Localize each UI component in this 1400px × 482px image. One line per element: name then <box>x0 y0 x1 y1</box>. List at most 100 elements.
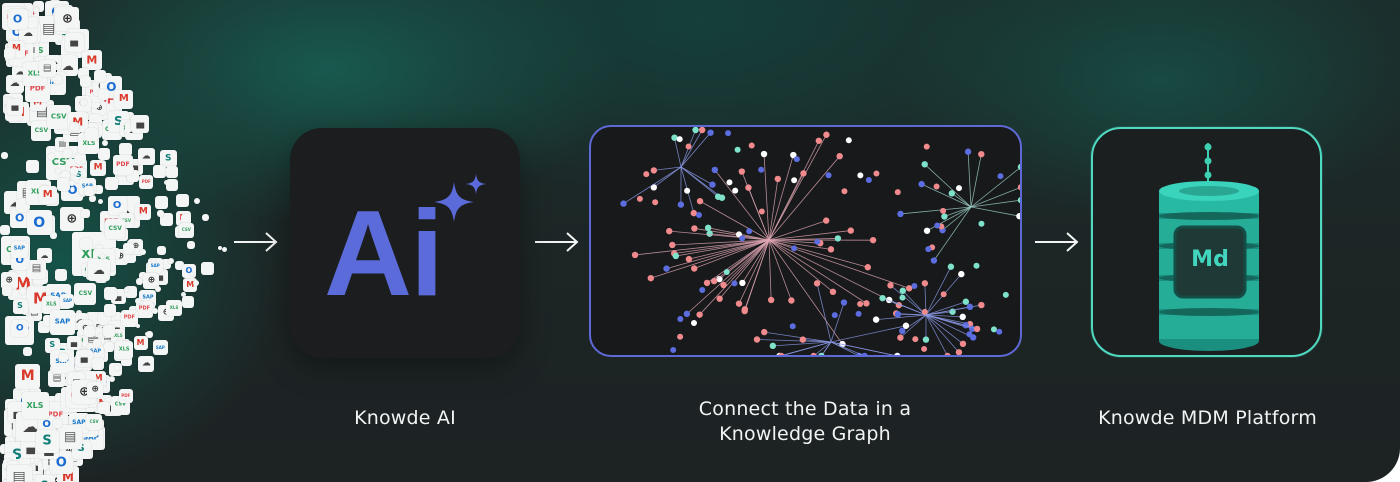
graph-node <box>865 176 872 183</box>
graph-node <box>836 152 843 160</box>
graph-edge <box>768 173 804 241</box>
file-tile-xls-icon: XLS <box>21 392 49 420</box>
file-tile-globe-icon <box>139 301 144 306</box>
graph-edge <box>768 134 827 241</box>
graph-node <box>864 264 872 271</box>
graph-node <box>894 311 902 318</box>
file-tile-csv-icon <box>75 153 87 165</box>
file-tile-spreadsheet-icon: ▤ <box>38 60 56 77</box>
graph-node <box>923 227 931 234</box>
graph-edge <box>719 239 770 299</box>
knowledge-graph-visual <box>620 127 1020 355</box>
graph-node <box>703 279 711 287</box>
graph-node <box>731 280 738 287</box>
graph-edge <box>897 313 927 316</box>
sap-icon: SAP <box>89 348 102 355</box>
file-tile-sharepoint-icon <box>77 68 89 80</box>
graph-node <box>925 246 932 253</box>
file-tile-outlook-icon <box>70 122 80 132</box>
graph-node <box>894 189 901 196</box>
file-tile-spreadsheet-icon <box>60 170 70 180</box>
graph-node <box>1002 291 1009 298</box>
graph-node <box>823 131 830 138</box>
sharepoint-icon: S <box>114 114 123 129</box>
graph-node <box>818 352 825 355</box>
file-tile-pdf-icon <box>123 242 135 254</box>
file-tile-cloud-icon <box>119 142 133 156</box>
file-tile-csv-icon <box>69 167 78 176</box>
graph-edge <box>723 239 770 286</box>
file-tile-outlook-icon <box>109 248 121 260</box>
graph-node <box>672 252 680 260</box>
file-tile-bar-chart-icon <box>47 152 55 160</box>
graph-node <box>934 222 941 229</box>
graph-node <box>691 265 698 272</box>
file-tile-gmail-icon: M <box>38 185 57 204</box>
file-tile-sharepoint-icon <box>108 376 115 383</box>
graph-node <box>959 340 967 348</box>
gmail-icon: M <box>136 338 145 348</box>
graph-node <box>921 161 928 168</box>
file-tile-gmail-icon <box>89 97 100 108</box>
graph-node <box>869 236 877 244</box>
graph-edge <box>900 206 972 215</box>
gmail-icon: M <box>61 470 74 482</box>
file-tile-csv-icon: CSV <box>178 222 194 238</box>
gmail-icon: M <box>138 206 148 217</box>
graph-edge <box>768 239 910 289</box>
file-tile-csv-icon <box>84 127 98 141</box>
sharepoint-icon: S <box>17 301 23 311</box>
xls-icon: XLS <box>46 301 57 308</box>
graph-edge <box>756 339 832 343</box>
graph-edge <box>925 306 971 316</box>
gmail-icon: M <box>86 53 98 67</box>
file-tile-sharepoint-icon <box>53 74 63 84</box>
graph-node <box>799 336 807 343</box>
graph-edge <box>768 154 794 241</box>
graph-node <box>897 210 904 218</box>
graph-edge <box>674 137 682 168</box>
graph-edge <box>768 155 840 241</box>
globe-icon: ⊕ <box>62 11 73 27</box>
graph-node <box>669 241 676 249</box>
spreadsheet-icon: ▤ <box>31 263 42 275</box>
file-tile-cloud-icon <box>83 326 95 338</box>
graph-node <box>696 197 704 205</box>
csv-icon: CSV <box>34 126 49 134</box>
graph-edge <box>738 239 770 304</box>
file-tile-outlook-icon <box>93 69 106 82</box>
arrow-right-icon <box>1035 232 1079 252</box>
file-tile-sharepoint-icon <box>181 213 192 224</box>
globe-icon: ⊕ <box>65 446 73 457</box>
graph-node <box>857 172 864 179</box>
file-tile-outlook-icon: O <box>107 196 127 216</box>
file-tile-spreadsheet-icon: ▤ <box>48 370 66 388</box>
file-tile-globe-icon <box>27 16 39 28</box>
sap-icon: SAP <box>83 433 99 442</box>
file-tile-csv-icon <box>0 151 8 159</box>
graph-edge <box>768 239 900 306</box>
file-tile-bar-chart-icon: ▄ <box>64 32 84 52</box>
graph-node <box>940 291 947 298</box>
file-tile-spreadsheet-icon: ▤ <box>58 424 83 449</box>
pdf-icon: PDF <box>121 393 131 399</box>
file-tile-cloud-icon: ☁ <box>87 258 110 281</box>
graph-edge <box>921 183 972 208</box>
outlook-icon: O <box>42 419 51 431</box>
sap-icon: SAP <box>142 294 154 301</box>
graph-edge <box>744 239 770 310</box>
graph-node <box>706 230 713 237</box>
file-tile-bar-chart-icon: ▄ <box>6 99 23 116</box>
file-tile-gmail-icon: M <box>15 363 41 389</box>
file-tile-outlook-icon: O <box>7 8 28 29</box>
file-tile-globe-icon: ⊕ <box>55 6 80 31</box>
file-tile-xls-icon <box>193 279 200 286</box>
file-tile-gmail-icon: M <box>90 160 107 177</box>
graph-node <box>652 199 659 206</box>
graph-node <box>714 193 722 200</box>
file-tile-sharepoint-icon <box>25 160 39 174</box>
file-tile-globe-icon <box>52 418 62 428</box>
file-tile-globe-icon <box>157 246 167 256</box>
bar-chart-icon: ▄ <box>70 36 78 48</box>
graph-node <box>685 143 692 150</box>
